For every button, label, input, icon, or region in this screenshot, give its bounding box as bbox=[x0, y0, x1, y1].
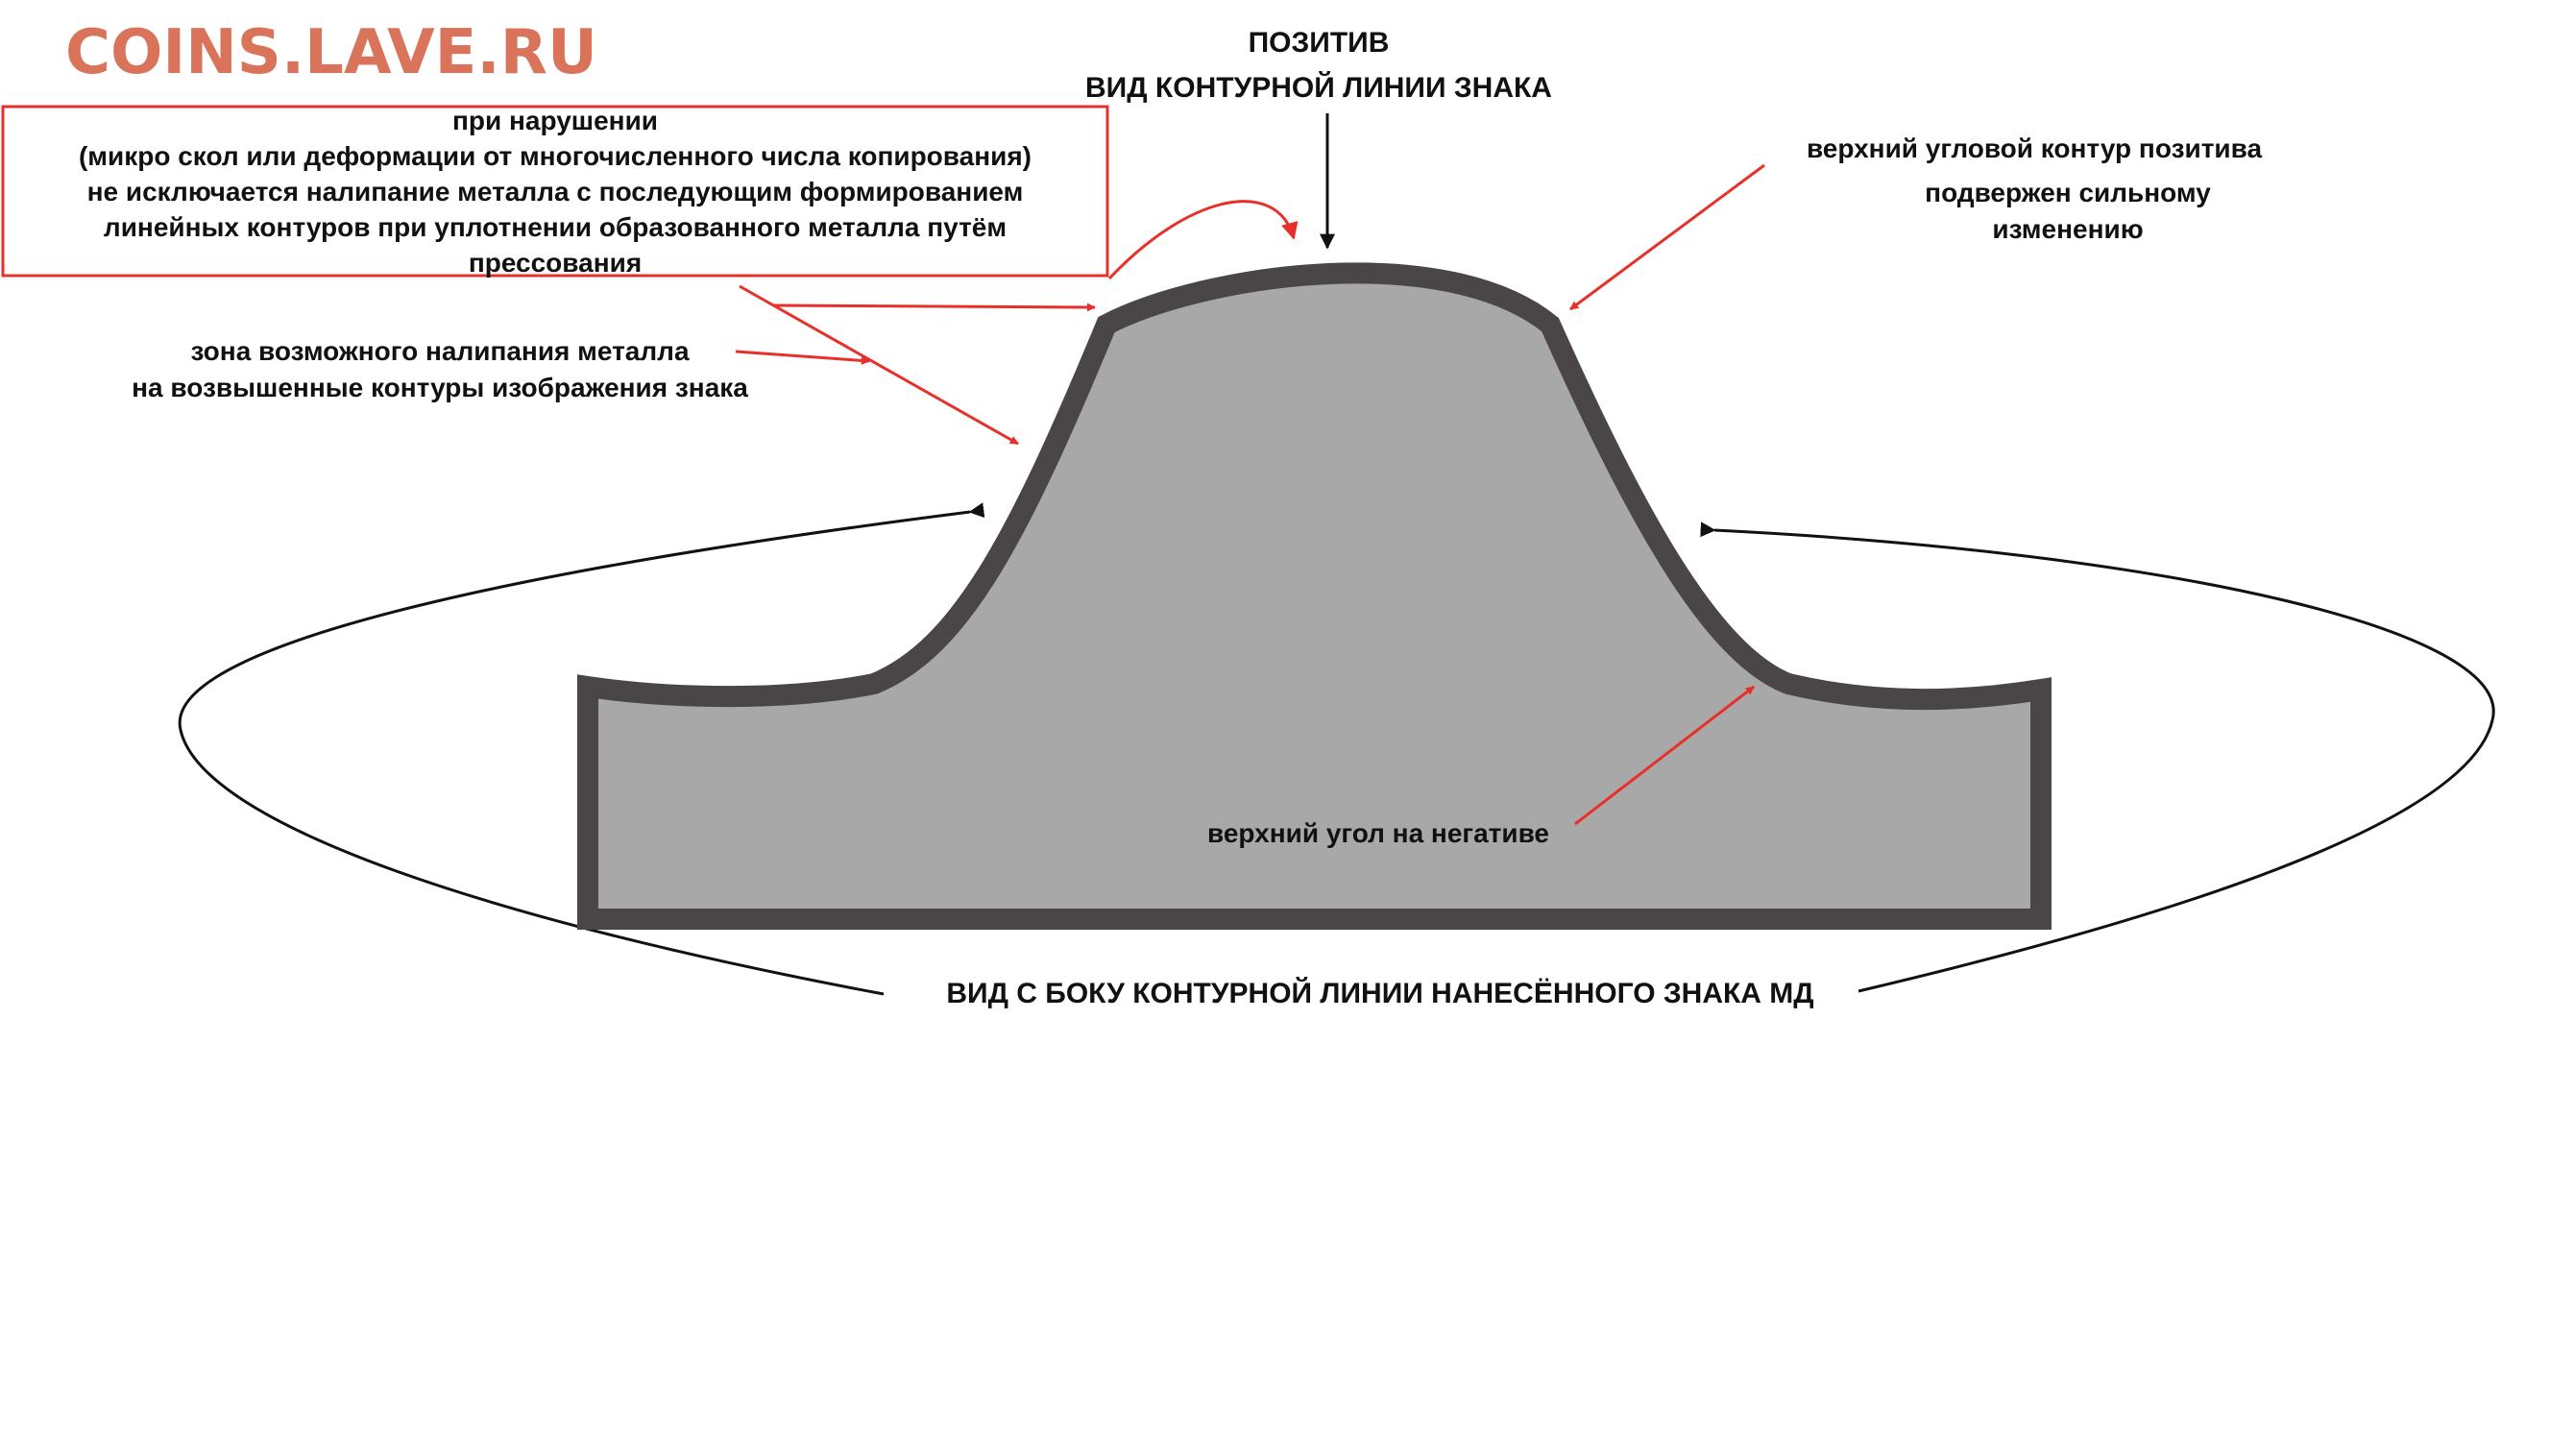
upper-contour-label: верхний угловой контур позитива bbox=[1807, 133, 2263, 163]
warning-line: линейных контуров при уплотнении образов… bbox=[104, 212, 1007, 242]
warning-line: при нарушении bbox=[452, 106, 658, 135]
warning-curved-arrow bbox=[1107, 200, 1299, 280]
adhesion-zone-label: зона возможного налипания металла bbox=[190, 336, 689, 366]
warning-arrow-to-corner bbox=[772, 303, 1096, 312]
warning-arrow-to-slope bbox=[739, 284, 1019, 446]
negative-corner-label: верхний угол на негативе bbox=[1207, 818, 1549, 848]
upper-contour-label: подвержен сильному bbox=[1925, 178, 2211, 207]
warning-line: не исключается налипание металла с после… bbox=[87, 177, 1024, 206]
side-view-caption: ВИД С БОКУ КОНТУРНОЙ ЛИНИИ НАНЕСЁННОГО З… bbox=[946, 977, 1813, 1009]
warning-text: при нарушении (микро скол или деформации… bbox=[79, 106, 1032, 278]
sign-profile-shape bbox=[577, 262, 2052, 930]
adhesion-zone-label: на возвышенные контуры изображения знака bbox=[132, 373, 748, 402]
warning-box bbox=[1, 105, 1109, 278]
upper-contour-label: изменению bbox=[1992, 214, 2143, 244]
warning-line: прессования bbox=[469, 248, 642, 278]
watermark-logo: COINS.LAVE.RU bbox=[65, 17, 597, 88]
warning-line: (микро скол или деформации от многочисле… bbox=[79, 141, 1032, 171]
negative-corner-arrow bbox=[1574, 685, 1755, 826]
side-view-ellipse-right bbox=[1700, 522, 2495, 993]
side-view-ellipse-left bbox=[178, 502, 985, 996]
upper-contour-arrow bbox=[1569, 163, 1765, 311]
positive-sublabel: ВИД КОНТУРНОЙ ЛИНИИ ЗНАКА bbox=[1085, 71, 1552, 104]
positive-label: ПОЗИТИВ bbox=[1249, 27, 1390, 59]
adhesion-zone-arrow bbox=[735, 350, 870, 365]
